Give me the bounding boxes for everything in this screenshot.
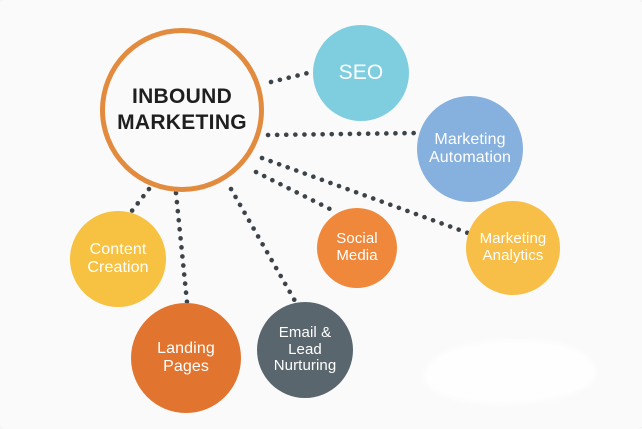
edge-landing-pages xyxy=(173,190,190,305)
node-label-marketing-analytics: Marketing Analytics xyxy=(479,230,547,264)
node-label-landing-pages: Landing Pages xyxy=(157,340,215,375)
node-seo[interactable]: SEO xyxy=(313,25,409,121)
edge-marketing-automation xyxy=(265,130,421,138)
edge-seo xyxy=(268,69,315,85)
node-marketing-analytics[interactable]: Marketing Analytics xyxy=(466,201,560,295)
node-label-content-creation: Content Creation xyxy=(87,241,149,276)
node-label-inbound-marketing: INBOUND MARKETING xyxy=(117,85,247,134)
node-landing-pages[interactable]: Landing Pages xyxy=(131,303,241,413)
node-social-media[interactable]: Social Media xyxy=(317,208,397,288)
node-content-creation[interactable]: Content Creation xyxy=(70,211,166,307)
edge-marketing-analytics xyxy=(259,155,471,236)
node-label-email-lead-nurturing: Email & Lead Nurturing xyxy=(273,323,337,375)
edge-content-creation xyxy=(128,186,152,215)
edge-email-lead-nurturing xyxy=(228,186,298,304)
node-inbound-marketing[interactable]: INBOUND MARKETING xyxy=(100,28,264,192)
edge-social-media xyxy=(253,169,339,215)
node-label-marketing-automation: Marketing Automation xyxy=(429,131,511,166)
background-smudge xyxy=(425,341,595,403)
node-email-lead-nurturing[interactable]: Email & Lead Nurturing xyxy=(257,302,353,398)
node-label-social-media: Social Media xyxy=(336,230,378,264)
node-marketing-automation[interactable]: Marketing Automation xyxy=(417,96,523,202)
node-label-seo: SEO xyxy=(338,61,384,85)
